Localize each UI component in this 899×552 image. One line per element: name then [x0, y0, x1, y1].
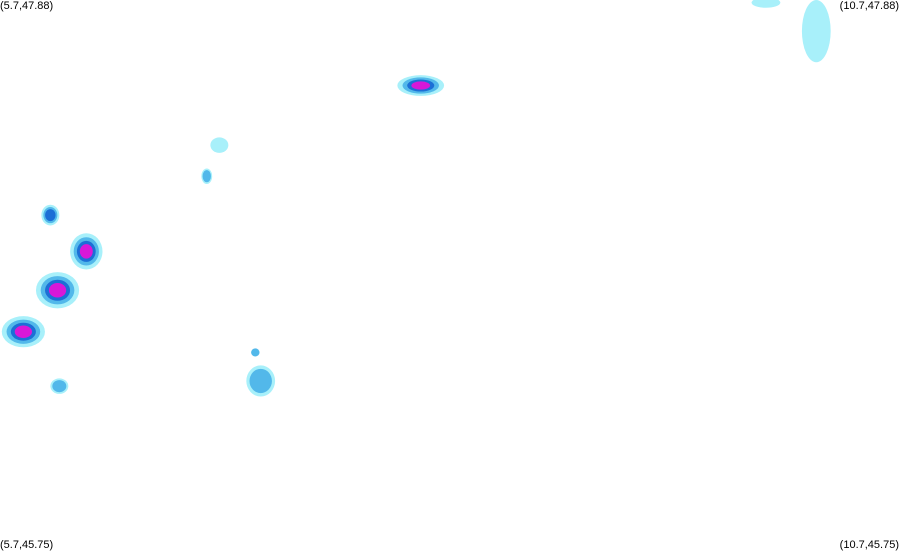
corner-label-bottom-right: (10.7,45.75) — [839, 539, 899, 551]
echo-cell-light — [801, 0, 831, 63]
echo-cell-mid — [52, 380, 67, 393]
precipitation-layer — [1, 0, 831, 397]
corner-label-top-right: (10.7,47.88) — [839, 0, 899, 12]
echo-cell-light — [210, 137, 229, 153]
echo-cell-heavy — [411, 81, 431, 90]
echo-center-small-2 — [201, 168, 213, 185]
echo-west-3 — [35, 272, 80, 309]
echo-southwest-small — [50, 378, 69, 394]
echo-cell-light — [751, 0, 781, 8]
echo-northeast-top — [751, 0, 781, 8]
echo-south-center — [246, 365, 276, 397]
echo-south-center-tail — [251, 348, 260, 357]
echo-cell-strong — [45, 209, 56, 222]
echo-cell-mid — [202, 170, 211, 183]
echo-north-center — [397, 75, 445, 96]
corner-label-bottom-left: (5.7,45.75) — [0, 539, 54, 551]
echo-cell-heavy — [48, 282, 67, 298]
corner-label-top-left: (5.7,47.88) — [0, 0, 54, 12]
echo-west-4 — [1, 316, 45, 348]
echo-west-2 — [70, 233, 103, 270]
echo-cell-heavy — [14, 325, 33, 338]
echo-cell-heavy — [79, 244, 93, 259]
echo-west-1 — [41, 204, 60, 226]
echo-center-small-1 — [210, 137, 229, 153]
echo-cell-mid — [249, 368, 272, 394]
echo-cell-mid — [251, 348, 260, 357]
echo-northeast — [801, 0, 831, 63]
